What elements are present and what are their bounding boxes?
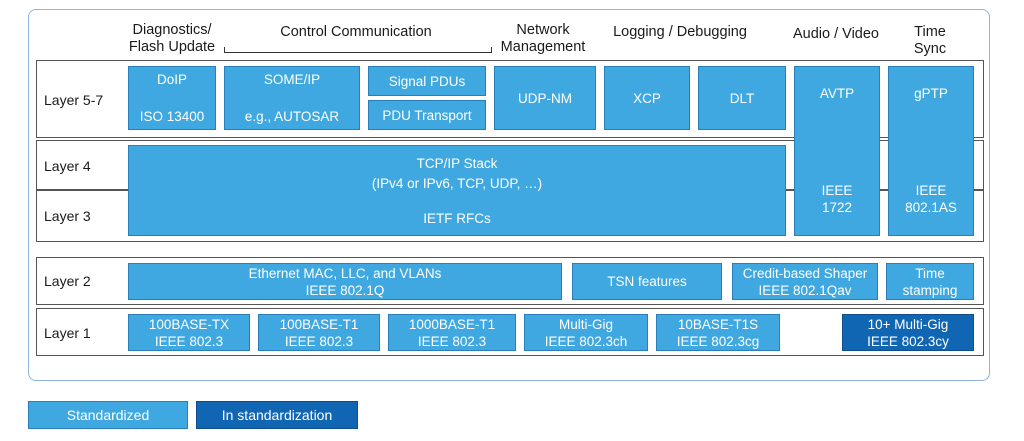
- dlt-label: DLT: [729, 90, 755, 106]
- phy-10base-t1s-standard: IEEE 802.3cg: [676, 333, 760, 349]
- phy-1000base-t1-box: 1000BASE-T1 IEEE 802.3: [388, 314, 516, 351]
- phy-1000base-t1-title: 1000BASE-T1: [408, 316, 496, 332]
- phy-10plus-multi-gig-standard: IEEE 802.3cy: [867, 333, 949, 349]
- phy-10base-t1s-box: 10BASE-T1S IEEE 802.3cg: [656, 314, 780, 351]
- phy-100base-tx-standard: IEEE 802.3: [154, 333, 224, 349]
- gptp-box: gPTP IEEE 802.1AS: [888, 66, 974, 236]
- header-logging-debugging: Logging / Debugging: [613, 24, 747, 40]
- header-time-sync: Time Sync: [913, 24, 947, 57]
- layer-5-7-label: Layer 5-7: [44, 92, 104, 108]
- phy-10base-t1s-title: 10BASE-T1S: [677, 316, 759, 332]
- phy-100base-t1-title: 100BASE-T1: [279, 316, 359, 332]
- phy-100base-t1-standard: IEEE 802.3: [284, 333, 354, 349]
- control-communication-brace: [224, 47, 492, 53]
- someip-subtitle: e.g., AUTOSAR: [244, 109, 340, 124]
- phy-10plus-multi-gig-box: 10+ Multi-Gig IEEE 802.3cy: [842, 314, 974, 351]
- phy-10plus-multi-gig-title: 10+ Multi-Gig: [867, 316, 949, 332]
- udp-nm-box: UDP-NM: [494, 66, 596, 130]
- legend-in-standardization: In standardization: [196, 401, 358, 429]
- phy-100base-tx-title: 100BASE-TX: [148, 316, 230, 332]
- phy-multi-gig-standard: IEEE 802.3ch: [544, 333, 628, 349]
- phy-100base-tx-box: 100BASE-TX IEEE 802.3: [128, 314, 250, 351]
- tsn-features-box: TSN features: [572, 263, 722, 300]
- xcp-box: XCP: [604, 66, 690, 130]
- udp-nm-label: UDP-NM: [518, 90, 572, 106]
- avtp-title: AVTP: [819, 86, 855, 101]
- doip-title: DoIP: [156, 72, 187, 87]
- avtp-box: AVTP IEEE 1722: [794, 66, 880, 236]
- pdu-transport-label: PDU Transport: [382, 107, 472, 123]
- phy-multi-gig-box: Multi-Gig IEEE 802.3ch: [524, 314, 648, 351]
- ethernet-mac-title: Ethernet MAC, LLC, and VLANs: [248, 265, 442, 281]
- signal-pdus-label: Signal PDUs: [388, 73, 466, 89]
- phy-100base-t1-box: 100BASE-T1 IEEE 802.3: [258, 314, 380, 351]
- time-stamping-label: Time stamping: [902, 265, 958, 298]
- someip-title: SOME/IP: [263, 72, 321, 87]
- credit-based-shaper-box: Credit-based Shaper IEEE 802.1Qav: [732, 263, 878, 300]
- xcp-label: XCP: [633, 90, 661, 106]
- tcpip-stack-box: TCP/IP Stack (IPv4 or IPv6, TCP, UDP, …)…: [128, 145, 786, 236]
- tcpip-subtitle: (IPv4 or IPv6, TCP, UDP, …): [371, 176, 543, 191]
- dlt-box: DLT: [698, 66, 786, 130]
- header-network-management: Network Management: [500, 22, 586, 55]
- layer-4-label: Layer 4: [44, 158, 91, 174]
- layer-2-label: Layer 2: [44, 273, 91, 289]
- ethernet-mac-box: Ethernet MAC, LLC, and VLANs IEEE 802.1Q: [128, 263, 562, 300]
- tcpip-title: TCP/IP Stack: [416, 156, 498, 171]
- gptp-standard: IEEE 802.1AS: [905, 183, 957, 215]
- pdu-transport-box: PDU Transport: [368, 100, 486, 130]
- diagram-frame: [28, 9, 990, 381]
- header-control-communication: Control Communication: [280, 24, 432, 40]
- time-stamping-box: Time stamping: [886, 263, 974, 300]
- gptp-title: gPTP: [914, 86, 948, 101]
- layer-1-label: Layer 1: [44, 325, 91, 341]
- ietf-rfcs-label: IETF RFCs: [423, 211, 491, 226]
- header-diagnostics: Diagnostics/ Flash Update: [128, 22, 216, 55]
- phy-1000base-t1-standard: IEEE 802.3: [417, 333, 487, 349]
- header-audio-video: Audio / Video: [793, 26, 879, 42]
- avtp-standard: IEEE 1722: [821, 183, 853, 215]
- tsn-features-label: TSN features: [607, 274, 687, 289]
- doip-standard: ISO 13400: [139, 109, 205, 124]
- doip-box: DoIP ISO 13400: [128, 66, 216, 130]
- layer-3-label: Layer 3: [44, 208, 91, 224]
- cbs-title: Credit-based Shaper: [742, 265, 868, 281]
- cbs-standard: IEEE 802.1Qav: [758, 282, 852, 298]
- someip-box: SOME/IP e.g., AUTOSAR: [224, 66, 360, 130]
- legend-standardized: Standardized: [28, 401, 188, 429]
- phy-multi-gig-title: Multi-Gig: [558, 316, 613, 332]
- ethernet-mac-standard: IEEE 802.1Q: [305, 282, 385, 298]
- signal-pdus-box: Signal PDUs: [368, 66, 486, 96]
